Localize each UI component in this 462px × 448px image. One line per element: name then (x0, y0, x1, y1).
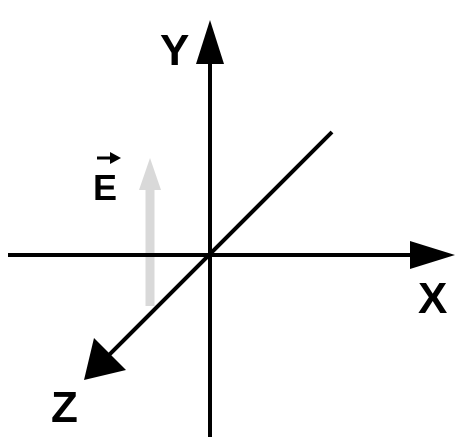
vector-symbol: E (93, 167, 117, 208)
y-axis-arrowhead (196, 20, 224, 64)
vector-overarrow-head (110, 152, 121, 164)
electric-field-vector (139, 158, 161, 306)
x-axis-label: X (418, 274, 447, 323)
x-axis: X (8, 241, 455, 323)
electric-field-label: E (93, 152, 121, 208)
z-axis-line (98, 130, 334, 366)
electric-field-vector-head (139, 158, 161, 190)
y-axis-label: Y (160, 26, 189, 75)
z-axis-label: Z (51, 383, 78, 432)
x-axis-arrowhead (410, 241, 455, 269)
z-axis: Z (51, 130, 334, 432)
y-axis: Y (160, 20, 224, 437)
z-axis-arrowhead (84, 338, 126, 380)
